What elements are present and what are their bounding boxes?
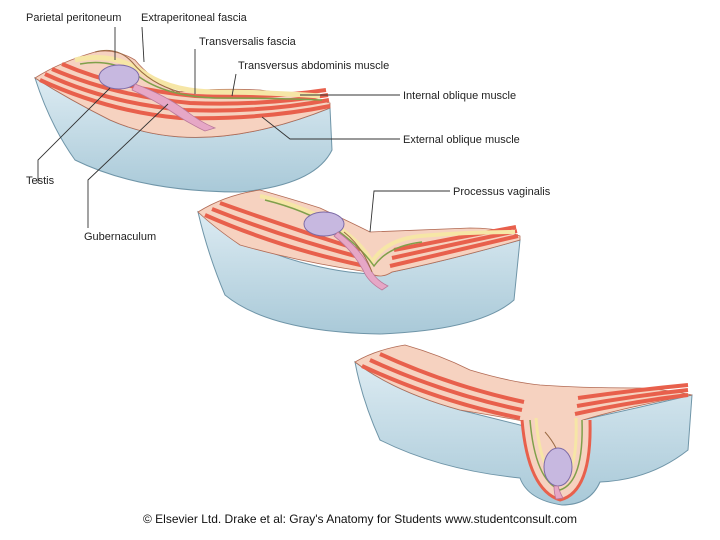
- testis-stage-1: [98, 64, 140, 90]
- testis-stage-3: [543, 447, 573, 487]
- label-extraperitoneal-fascia: Extraperitoneal fascia: [141, 12, 248, 24]
- stage-3-block: [354, 344, 693, 506]
- gubernaculum-stage-3: [553, 485, 564, 500]
- label-parietal-peritoneum: Parietal peritoneum: [26, 12, 121, 24]
- gubernaculum-stage-2: [333, 231, 389, 291]
- label-testis: Testis: [26, 175, 55, 187]
- stage-2-block: [197, 189, 521, 335]
- copyright-notice: © Elsevier Ltd. Drake et al: Gray's Anat…: [143, 512, 577, 526]
- gubernaculum-stage-1: [131, 83, 217, 132]
- label-transversus-abdominis: Transversus abdominis muscle: [238, 60, 389, 72]
- leader-lines: [37, 26, 450, 233]
- label-gubernaculum: Gubernaculum: [84, 231, 156, 243]
- label-transversalis-fascia: Transversalis fascia: [199, 36, 297, 48]
- label-internal-oblique: Internal oblique muscle: [403, 90, 516, 102]
- label-external-oblique: External oblique muscle: [403, 134, 520, 146]
- label-processus-vaginalis: Processus vaginalis: [453, 186, 551, 198]
- stage-1-block: [34, 49, 333, 193]
- testis-stage-2: [303, 211, 345, 237]
